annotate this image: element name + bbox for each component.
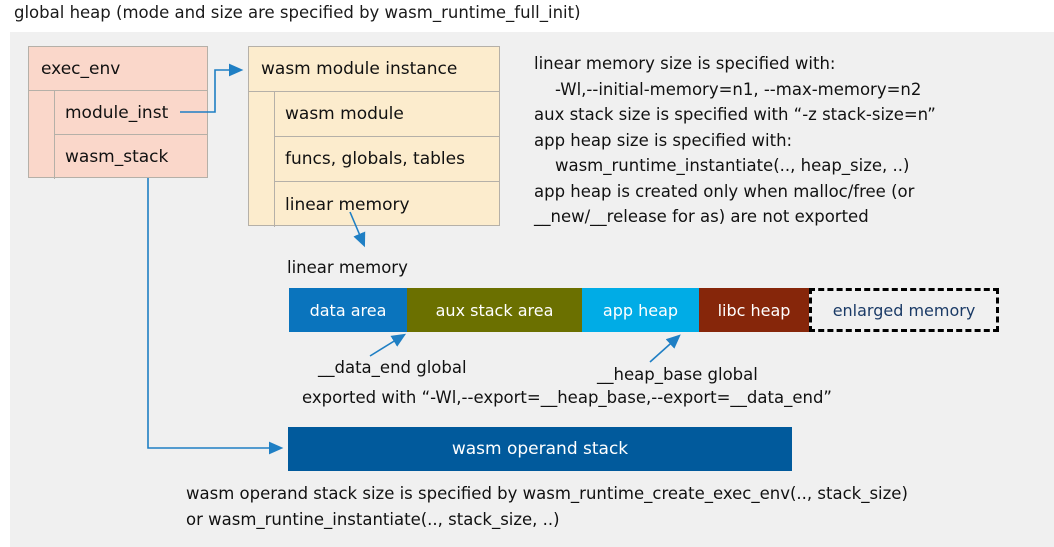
page-title: global heap (mode and size are specified… [14,3,581,22]
exec-env-box: exec_env module_inst wasm_stack [28,46,208,179]
module-instance-row-funcs-globals-tables: funcs, globals, tables [275,137,499,182]
exec-env-row-module-inst: module_inst [55,91,207,135]
exec-env-row-wasm-stack: wasm_stack [65,147,169,167]
module-instance-gutter [249,92,275,227]
linear-memory-label: linear memory [287,258,408,277]
linear-memory-note: linear memory size is specified with: -W… [534,54,936,226]
module-instance-row-linear-memory: linear memory [285,194,410,215]
module-instance-header: wasm module instance [249,47,499,92]
exec-env-rows: module_inst wasm_stack [55,91,207,179]
wasm-module-instance-box: wasm module instance wasm module funcs, … [248,46,500,227]
operand-stack-note: wasm operand stack size is specified by … [186,484,908,529]
annotation-heap-base: __heap_base global [597,365,758,384]
exec-env-header: exec_env [29,47,207,91]
exec-env-gutter [29,91,55,179]
wasm-operand-stack-bar: wasm operand stack [288,427,792,471]
annotation-data-end: __data_end global [318,358,467,377]
memory-segment-data-area: data area [289,288,407,332]
memory-segment-aux-stack-area: aux stack area [407,288,582,332]
memory-segment-libc-heap: libc heap [699,288,809,332]
memory-segment-app-heap: app heap [582,288,699,332]
exec-env-body: module_inst wasm_stack [29,91,207,179]
module-instance-rows: wasm module funcs, globals, tables linea… [275,92,499,227]
annotation-exported-with: exported with “-Wl,--export=__heap_base,… [302,388,832,407]
module-instance-body: wasm module funcs, globals, tables linea… [249,92,499,227]
memory-segment-enlarged-memory: enlarged memory [809,288,999,332]
module-instance-row-wasm-module: wasm module [275,92,499,137]
